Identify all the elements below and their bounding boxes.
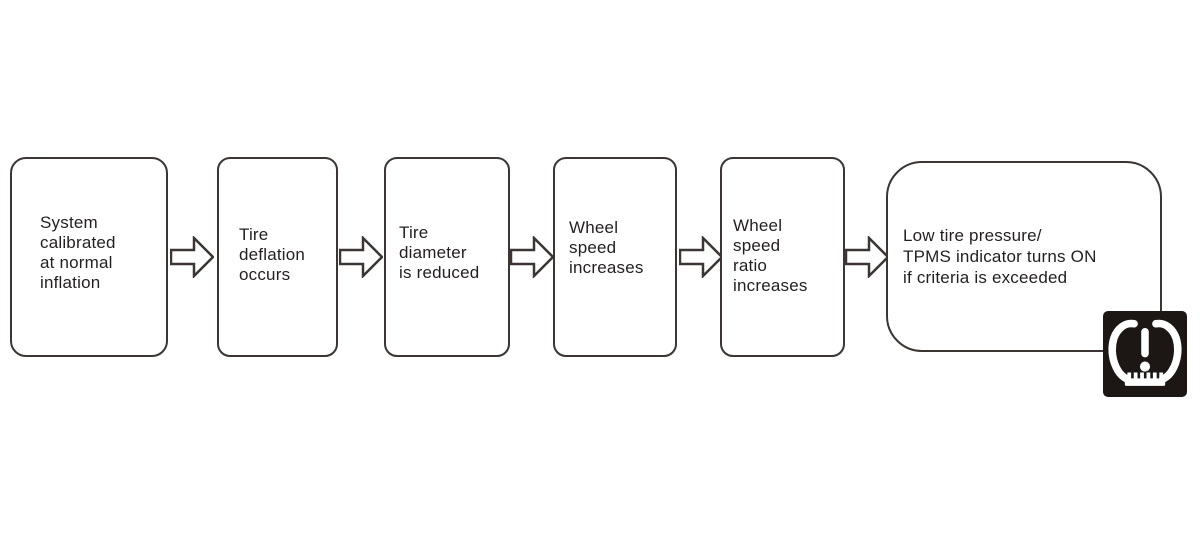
flow-step-tpms-indicator-on: Low tire pressure/ TPMS indicator turns … <box>886 161 1162 352</box>
step-text-line: is reduced <box>399 262 480 282</box>
flow-step-text: Wheel speed increases <box>569 218 644 278</box>
step-text-line: deflation <box>239 244 306 264</box>
flow-step-tire-deflation: Tire deflation occurs <box>217 157 338 357</box>
flow-step-wheel-speed-ratio: Wheel speed ratio increases <box>720 157 845 357</box>
step-text-line: calibrated <box>40 233 116 252</box>
flow-step-text: Tire diameter is reduced <box>399 223 479 283</box>
step-text-line: TPMS indicator turns ON <box>903 247 1097 266</box>
step-text-line: ratio <box>733 255 768 275</box>
flow-step-tire-diameter: Tire diameter is reduced <box>384 157 510 357</box>
flow-step-text: System calibrated at normal inflation <box>40 213 116 293</box>
step-text-line: increases <box>733 275 808 295</box>
flow-step-text: Tire deflation occurs <box>239 225 305 285</box>
flow-step-system-calibrated: System calibrated at normal inflation <box>10 157 168 357</box>
step-text-line: inflation <box>40 273 101 292</box>
tpms-warning-glyph <box>1108 319 1182 386</box>
flow-arrow-icon <box>339 236 383 278</box>
step-text-line: increases <box>569 257 644 277</box>
step-text-line: if criteria is exceeded <box>903 268 1068 287</box>
flow-arrow-icon <box>170 236 214 278</box>
step-text-line: speed <box>569 237 617 257</box>
step-text-line: Tire <box>399 222 429 242</box>
step-text-line: Low tire pressure/ <box>903 226 1042 245</box>
step-text-line: at normal <box>40 253 113 272</box>
step-text-line: diameter <box>399 242 467 262</box>
flow-step-text: Wheel speed ratio increases <box>733 216 808 296</box>
tpms-warning-icon <box>1103 311 1187 397</box>
step-text-line: Wheel <box>733 215 783 235</box>
step-text-line: Tire <box>239 224 269 244</box>
flow-arrow-icon <box>679 236 723 278</box>
flow-arrow-icon <box>845 236 889 278</box>
step-text-line: System <box>40 213 98 232</box>
flow-arrow-icon <box>510 236 554 278</box>
step-text-line: occurs <box>239 264 291 284</box>
step-text-line: speed <box>733 235 781 255</box>
flow-step-text: Low tire pressure/ TPMS indicator turns … <box>903 225 1097 288</box>
step-text-line: Wheel <box>569 217 619 237</box>
flow-step-wheel-speed: Wheel speed increases <box>553 157 677 357</box>
